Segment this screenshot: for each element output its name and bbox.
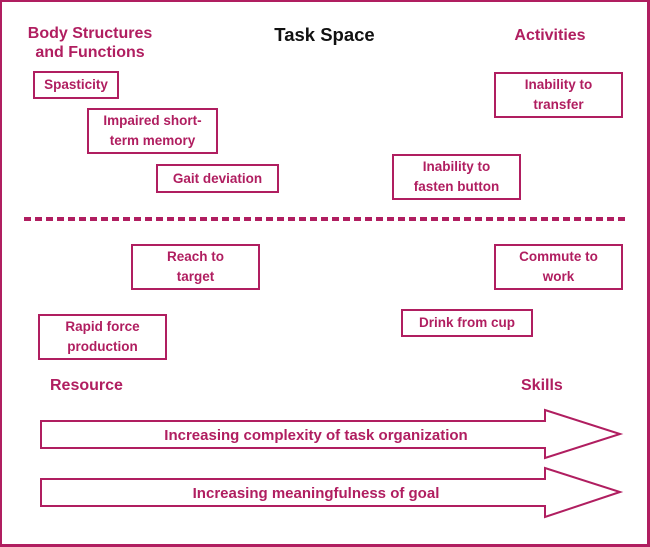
box-impaired-short-term-memory: Impaired short- term memory (87, 108, 218, 154)
meaningfulness-arrow-icon (40, 466, 624, 519)
meaningfulness-arrow-label: Increasing meaningfulness of goal (192, 484, 440, 502)
page-title: Task Space (274, 24, 375, 45)
header-activities: Activities (514, 27, 586, 44)
label-resource: Resource (50, 377, 123, 394)
box-spasticity: Spasticity (33, 71, 119, 99)
complexity-arrow-label: Increasing complexity of task organizati… (164, 426, 468, 444)
box-drink-from-cup: Drink from cup (401, 309, 533, 337)
box-inability-to-transfer: Inability to transfer (494, 72, 623, 118)
box-reach-to-target: Reach to target (131, 244, 260, 290)
complexity-arrow-icon (40, 408, 624, 460)
box-gait-deviation: Gait deviation (156, 164, 279, 193)
dashed-divider (24, 217, 625, 221)
box-commute-to-work: Commute to work (494, 244, 623, 290)
box-inability-to-fasten-button: Inability to fasten button (392, 154, 521, 200)
label-skills: Skills (521, 377, 563, 394)
header-body-structures: Body Structures and Functions (27, 25, 153, 62)
box-rapid-force-production: Rapid force production (38, 314, 167, 360)
